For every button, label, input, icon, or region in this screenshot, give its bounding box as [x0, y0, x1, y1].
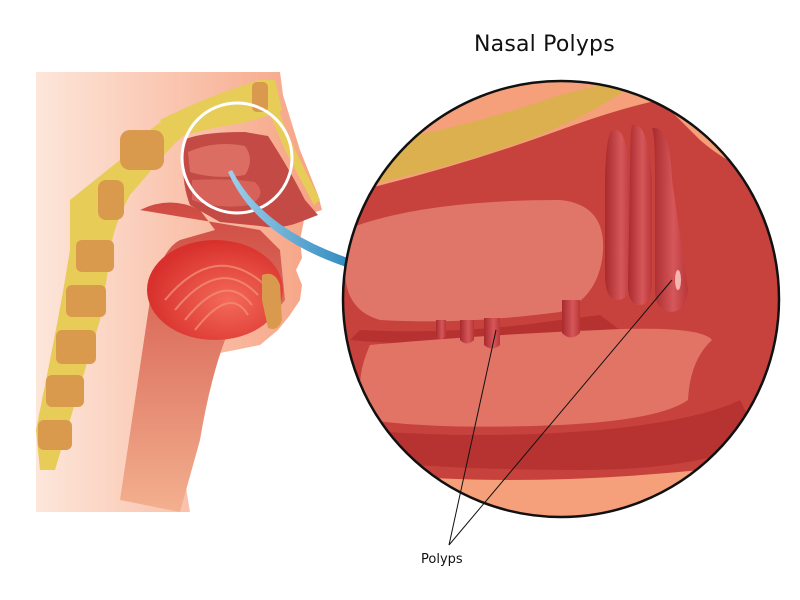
head-cross-section — [36, 72, 322, 512]
polyp-callout-lines — [448, 279, 673, 546]
nasal-highlight-circle — [180, 101, 294, 215]
large-polyp-cluster — [605, 124, 688, 313]
magnified-circle-border — [341, 79, 781, 519]
diagram-title: Nasal Polyps — [474, 32, 615, 57]
small-polyps — [436, 300, 580, 349]
polyps-label: Polyps — [421, 552, 463, 567]
